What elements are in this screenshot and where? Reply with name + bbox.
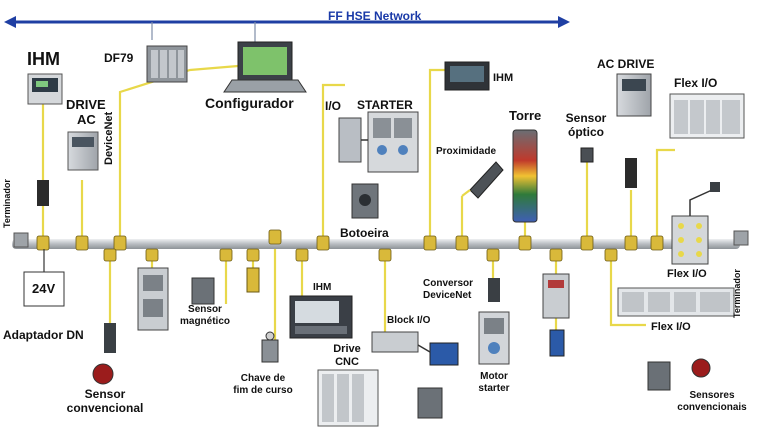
devicenet-trunk <box>12 239 740 249</box>
torre-label: Torre <box>509 108 542 123</box>
botoeira-device <box>351 183 379 219</box>
starter-device <box>338 111 419 173</box>
conventional-sensors-right <box>647 358 711 391</box>
motor-starter-label-line1: Motor <box>480 371 508 382</box>
conversor-label-line1: Conversor <box>423 278 474 289</box>
ihm-bottom-panel <box>289 295 353 339</box>
optical-sensor <box>580 147 594 163</box>
supply-24v-box <box>23 271 65 307</box>
terminator-left <box>13 232 29 248</box>
devicenet-label: DeviceNet <box>103 111 115 165</box>
magnetic-sensor <box>191 277 215 305</box>
flex-io-top-label: Flex I/O <box>674 76 718 90</box>
drive-cnc-label-line1: Drive <box>333 343 361 355</box>
drive-ac-device <box>67 131 99 171</box>
supply-24v-label: 24V <box>32 281 56 296</box>
terminador-right-label: Terminador <box>732 269 742 318</box>
ff-hse-network-label: FF HSE Network <box>328 9 422 23</box>
adaptador-dn-label: Adaptador DN <box>3 328 84 342</box>
df79-label: DF79 <box>104 51 134 65</box>
side-io-module <box>542 273 570 357</box>
sensores-convencionais-label-line2: convencionais <box>677 402 747 413</box>
configurador-label: Configurador <box>205 95 294 111</box>
drive-ac-label-line2: AC <box>77 112 96 127</box>
flex-io-bottom-rail <box>617 287 735 317</box>
trunk-taps <box>36 229 664 262</box>
starter-label: STARTER <box>357 98 413 112</box>
sensor-optico-label-line2: óptico <box>568 125 604 139</box>
block-io-label: Block I/O <box>387 315 431 326</box>
ihm-top-mid-label: IHM <box>493 72 514 84</box>
flex-io-block-right <box>671 182 720 265</box>
drive-cnc-label-line2: CNC <box>335 356 359 368</box>
sensor-magnetico-label-line2: magnético <box>180 316 231 327</box>
limit-switch <box>261 331 279 363</box>
drop-module-left <box>37 180 49 206</box>
sensor-convencional-label-line2: convencional <box>66 401 144 415</box>
botoeira-label: Botoeira <box>340 226 389 240</box>
drop-module-mid <box>246 267 260 293</box>
drive-ac-label-line1: DRIVE <box>66 97 106 112</box>
adapter-sensor-left <box>92 323 116 385</box>
ihm-bottom-label: IHM <box>313 282 332 293</box>
df79-rack <box>146 45 188 83</box>
terminador-left-label: Terminador <box>2 179 12 228</box>
relay-module <box>137 267 169 331</box>
conversor-label-line2: DeviceNet <box>423 290 472 301</box>
drive-cnc-device <box>317 369 379 427</box>
ac-drive-label: AC DRIVE <box>597 57 655 71</box>
chave-fim-curso-label-line1: Chave de <box>240 373 286 384</box>
flex-io-bottom-label: Flex I/O <box>651 321 691 333</box>
configurador-laptop <box>223 41 307 93</box>
sensor-optico-label-line1: Sensor <box>565 111 607 125</box>
block-io-device <box>371 331 459 419</box>
sensores-convencionais-label-line1: Sensores <box>689 390 735 401</box>
ihm-top-left-device <box>27 73 63 105</box>
motor-starter-label-line2: starter <box>478 383 510 394</box>
sensor-convencional-label-line1: Sensor <box>84 387 126 401</box>
flex-io-top-device <box>669 93 745 139</box>
proximidade-label: Proximidade <box>436 146 497 157</box>
proximity-sensor <box>461 161 504 199</box>
hse-drops <box>151 22 256 42</box>
ihm-top-left-label: IHM <box>27 49 60 69</box>
ihm-top-mid-device <box>444 61 490 91</box>
devicenet-converter <box>488 278 500 302</box>
ff-hse-network-arrow <box>4 16 570 28</box>
ac-drive-device <box>616 73 652 188</box>
sensor-magnetico-label-line1: Sensor <box>188 304 222 315</box>
terminator-right <box>733 230 749 246</box>
motor-starter-device <box>478 311 510 365</box>
flex-io-right-label: Flex I/O <box>667 268 707 280</box>
io-label: I/O <box>325 99 342 113</box>
signal-tower <box>512 129 538 223</box>
chave-fim-curso-label-line2: fim de curso <box>233 385 293 396</box>
